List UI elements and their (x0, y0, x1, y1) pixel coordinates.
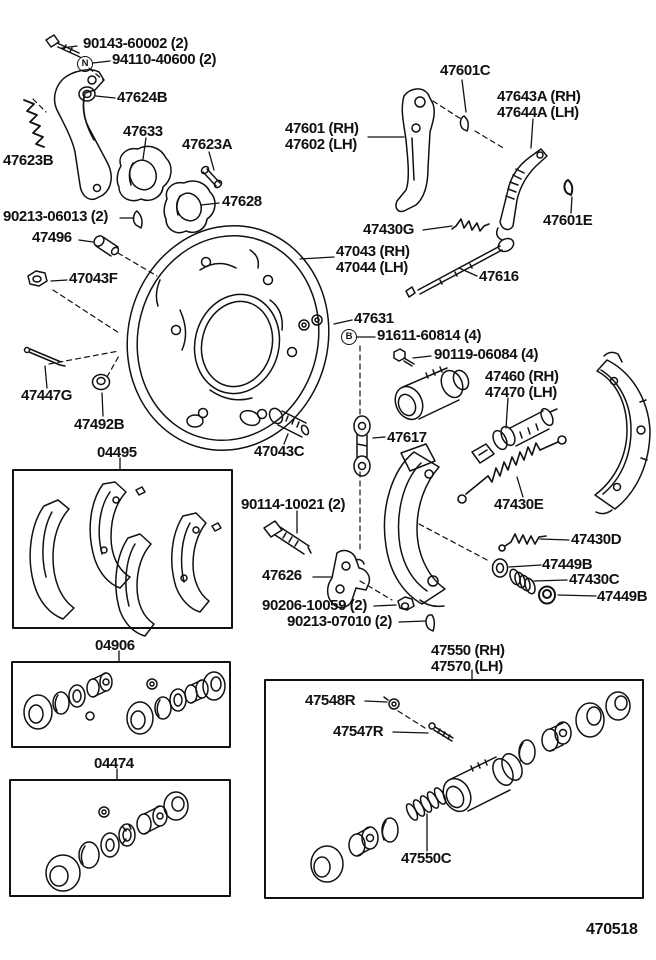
part-label-47449B-1: 47449B (542, 556, 593, 573)
brake-shoe-middle (383, 443, 446, 608)
dashed-guide-lines (32, 67, 506, 729)
part-label-47043C: 47043C (254, 443, 305, 460)
part-label-94110-40600: 94110-40600 (2) (112, 51, 217, 68)
part-label-04474: 04474 (94, 755, 134, 772)
part-label-47616: 47616 (479, 268, 519, 285)
part-label-47430C: 47430C (569, 571, 620, 588)
wheel-cylinder-assembled (394, 366, 470, 421)
tension-spring-47623B (23, 99, 45, 148)
part-label-47626: 47626 (262, 567, 302, 584)
bolt-90143 (45, 34, 81, 58)
part-label-47550C: 47550C (401, 850, 452, 867)
clip-47631 (298, 314, 323, 331)
spring-47430C (509, 568, 536, 595)
bolt-symbol: B (341, 329, 357, 345)
spring-47430D (498, 533, 547, 552)
part-label-47547R: 47547R (333, 723, 384, 740)
housing-47633 (116, 145, 172, 202)
part-label-90213-07010: 90213-07010 (2) (287, 613, 392, 630)
parking-brake-bellcrank (53, 69, 112, 201)
anchor-bolt-90114 (263, 520, 312, 555)
part-label-47617: 47617 (387, 429, 427, 446)
part-label-47449B-2: 47449B (597, 588, 648, 605)
part-label-47601E: 47601E (543, 212, 593, 229)
part-label-47633: 47633 (123, 123, 163, 140)
part-label-47601C: 47601C (440, 62, 491, 79)
bolt-47043C (268, 407, 310, 438)
part-label-47430E: 47430E (494, 496, 544, 513)
cable-47616 (405, 237, 515, 298)
kit-box-04474 (9, 779, 231, 897)
leader-lines (44, 45, 597, 852)
part-label-90114-10021: 90114-10021 (2) (241, 496, 346, 513)
housing-47628 (163, 180, 216, 234)
cable-bracket-47626 (326, 549, 371, 609)
bushing-47624B (78, 86, 96, 102)
part-label-90213-06013: 90213-06013 (2) (3, 208, 108, 225)
part-label-47043-47044: 47043 (RH)47044 (LH) (336, 243, 410, 276)
part-label-47628: 47628 (222, 193, 262, 210)
part-label-47624B: 47624B (117, 89, 168, 106)
part-label-47550-47570: 47550 (RH)47570 (LH) (431, 642, 505, 675)
part-label-90143-60002: 90143-60002 (2) (83, 35, 188, 52)
part-label-47460-47470: 47460 (RH)47470 (LH) (485, 368, 559, 401)
clip-47601C (459, 115, 469, 132)
part-label-91611-60814: 91611-60814 (4) (377, 327, 482, 344)
lever-47643A (495, 148, 548, 241)
nut-47043F (27, 270, 48, 287)
adjuster-47460 (471, 407, 558, 464)
part-label-47430D: 47430D (571, 531, 622, 548)
kit-box-47550 (264, 679, 644, 899)
part-label-47631: 47631 (354, 310, 394, 327)
cap-47449B-b (538, 585, 556, 605)
part-label-47496: 47496 (32, 229, 72, 246)
kit-box-04495 (12, 469, 233, 629)
nut-90206 (397, 596, 415, 611)
clip-47601E (563, 179, 574, 196)
link-47617 (353, 415, 371, 477)
part-label-47548R: 47548R (305, 692, 356, 709)
part-label-47623A: 47623A (182, 136, 233, 153)
part-label-90119-06084: 90119-06084 (4) (434, 346, 539, 363)
brake-backing-plate (126, 224, 330, 452)
grommet-47492B (91, 373, 111, 391)
nut-symbol: N (77, 56, 93, 72)
washer-47449B-a (491, 558, 509, 578)
part-label-47623B: 47623B (3, 152, 54, 169)
part-label-90206-10059: 90206-10059 (2) (262, 597, 367, 614)
shoe-kit-04495-parts (29, 481, 222, 637)
part-label-47430G: 47430G (363, 221, 414, 238)
part-label-04495: 04495 (97, 444, 137, 461)
part-label-47043F: 47043F (69, 270, 118, 287)
kit-box-04906 (11, 661, 231, 748)
diagram-code: 470518 (586, 921, 638, 938)
clip-90213-06013 (132, 210, 143, 229)
part-label-47601-47602: 47601 (RH)47602 (LH) (285, 120, 359, 153)
spring-47430G (451, 218, 490, 232)
cylinder-kit-04474-parts (45, 791, 189, 892)
part-label-04906: 04906 (95, 637, 135, 654)
pin-47623A (200, 165, 223, 189)
bolt-90119 (393, 348, 415, 367)
pin-47447G (23, 346, 66, 367)
part-label-47447G: 47447G (21, 387, 72, 404)
part-label-47492B: 47492B (74, 416, 125, 433)
return-spring-47430E (457, 435, 567, 504)
wheel-cylinder-47550-parts (310, 691, 631, 883)
clip-90213-07010 (425, 614, 436, 632)
pin-47496 (93, 235, 120, 257)
cylinder-kit-04906-parts (23, 671, 226, 735)
brake-shoe-right (594, 351, 651, 515)
part-label-47643A-47644A: 47643A (RH)47644A (LH) (497, 88, 581, 121)
lever-47601 (395, 88, 435, 213)
